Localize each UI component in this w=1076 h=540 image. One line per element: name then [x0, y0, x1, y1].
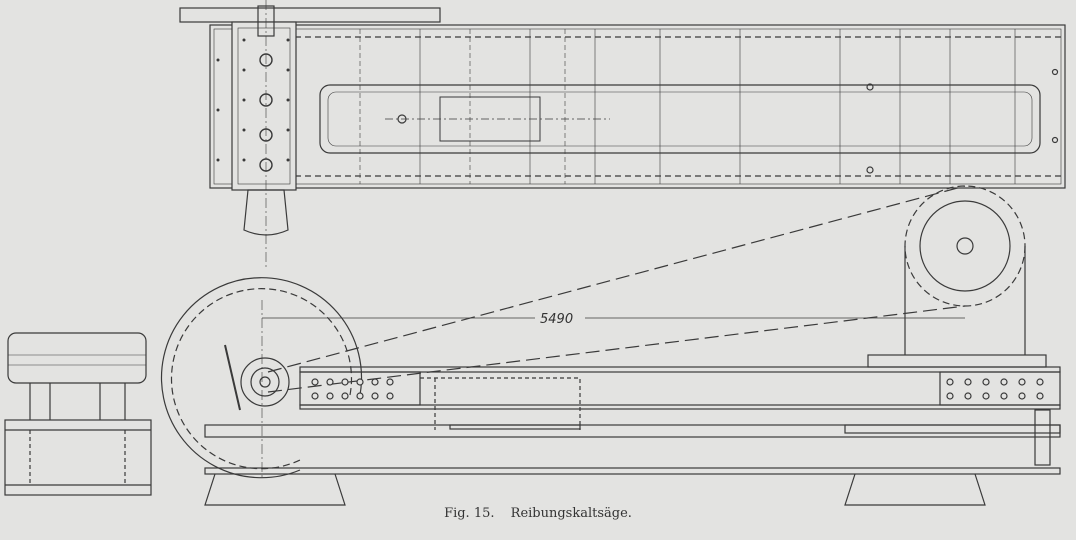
dimension-5490: 5490 — [262, 312, 965, 327]
pulley — [267, 185, 1047, 393]
figure-number: Fig. 15. — [444, 506, 495, 521]
base-feet — [204, 473, 986, 506]
figure-title: Reibungskaltsäge. — [510, 506, 632, 521]
side-view — [4, 332, 152, 496]
frame — [204, 366, 1061, 475]
figure-caption: Fig. 15. Reibungskaltsäge. — [0, 506, 1076, 521]
top-view — [179, 0, 1066, 270]
dimension-text: 5490 — [540, 312, 573, 327]
